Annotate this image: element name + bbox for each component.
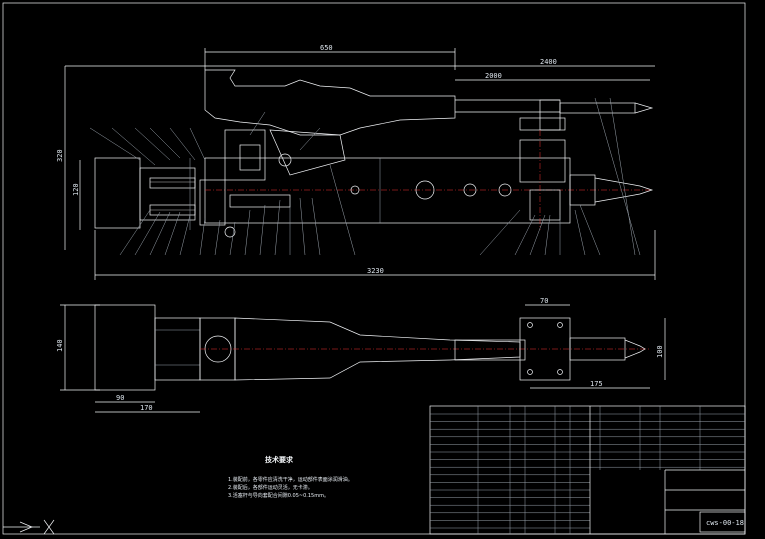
technical-notes: 技术要求 1.装配前，各零件应清洗干净，运动部件表面涂润滑油。 2.装配后，各部… [228,455,353,499]
front-elevation-view: 650 2400 2000 320 120 [56,44,656,280]
dim-plan-width: 70 [540,297,548,305]
dim-inner-height: 120 [72,183,80,196]
dim-plan-height-left: 140 [56,339,64,352]
plan-view: 140 70 100 175 90 170 [56,297,666,413]
dim-overall-length: 3230 [367,267,384,275]
dim-plan-length-a: 90 [116,394,124,402]
dim-stroke-a: 2000 [485,72,502,80]
dim-plan-length-right: 175 [590,380,603,388]
drawing-border [2,2,746,535]
notes-heading: 技术要求 [265,455,294,464]
title-block: cws-00-18 [429,405,746,535]
note-item-3: 3.活塞杆与导向套配合间隙0.05~0.15mm。 [228,492,329,499]
dim-plan-length-b: 170 [140,404,153,412]
dim-plan-height-right: 100 [656,345,664,358]
note-item-1: 1.装配前，各零件应清洗干净，运动部件表面涂润滑油。 [228,476,353,483]
dim-stroke-b: 2400 [540,58,557,66]
drawing-number: cws-00-18 [706,519,744,527]
origin-marker [3,519,55,535]
dim-top-length: 650 [320,44,333,52]
note-item-2: 2.装配后，各部件运动灵活，无卡滞。 [228,484,313,491]
dim-left-height: 320 [56,149,64,162]
